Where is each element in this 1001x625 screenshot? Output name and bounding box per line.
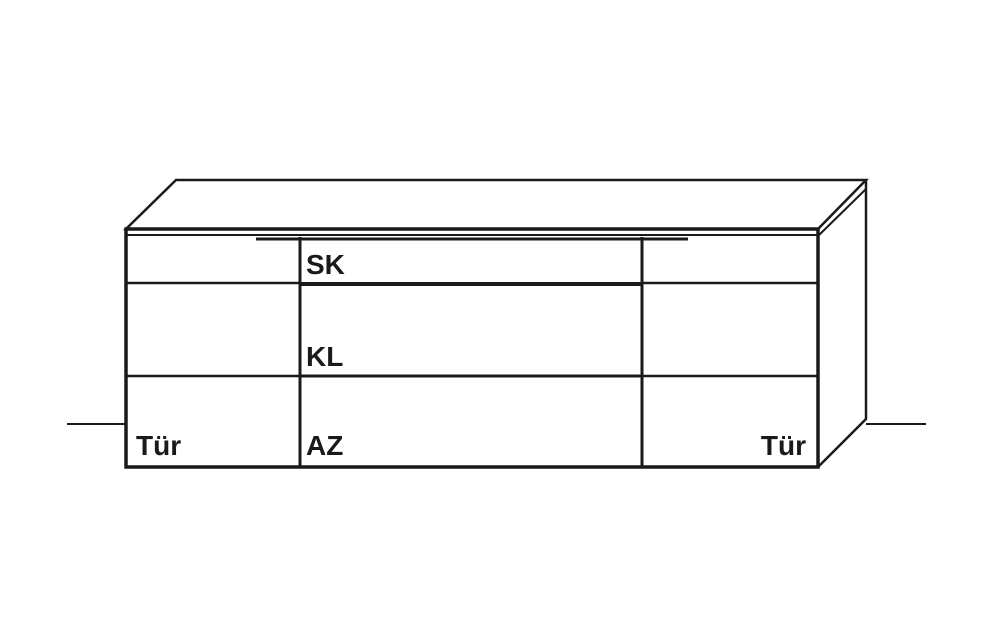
cabinet-side-panel	[817, 180, 868, 468]
label-right-door: Tür	[761, 430, 806, 461]
label-middle-drawer: KL	[306, 341, 343, 372]
cabinet-front-frame	[124, 227, 820, 469]
label-top-drawer: SK	[306, 249, 345, 280]
top-edge-thickness	[817, 188, 867, 237]
label-bottom-drawer: AZ	[306, 430, 343, 461]
label-left-door: Tür	[136, 430, 181, 461]
cabinet-top-surface	[122, 178, 869, 231]
